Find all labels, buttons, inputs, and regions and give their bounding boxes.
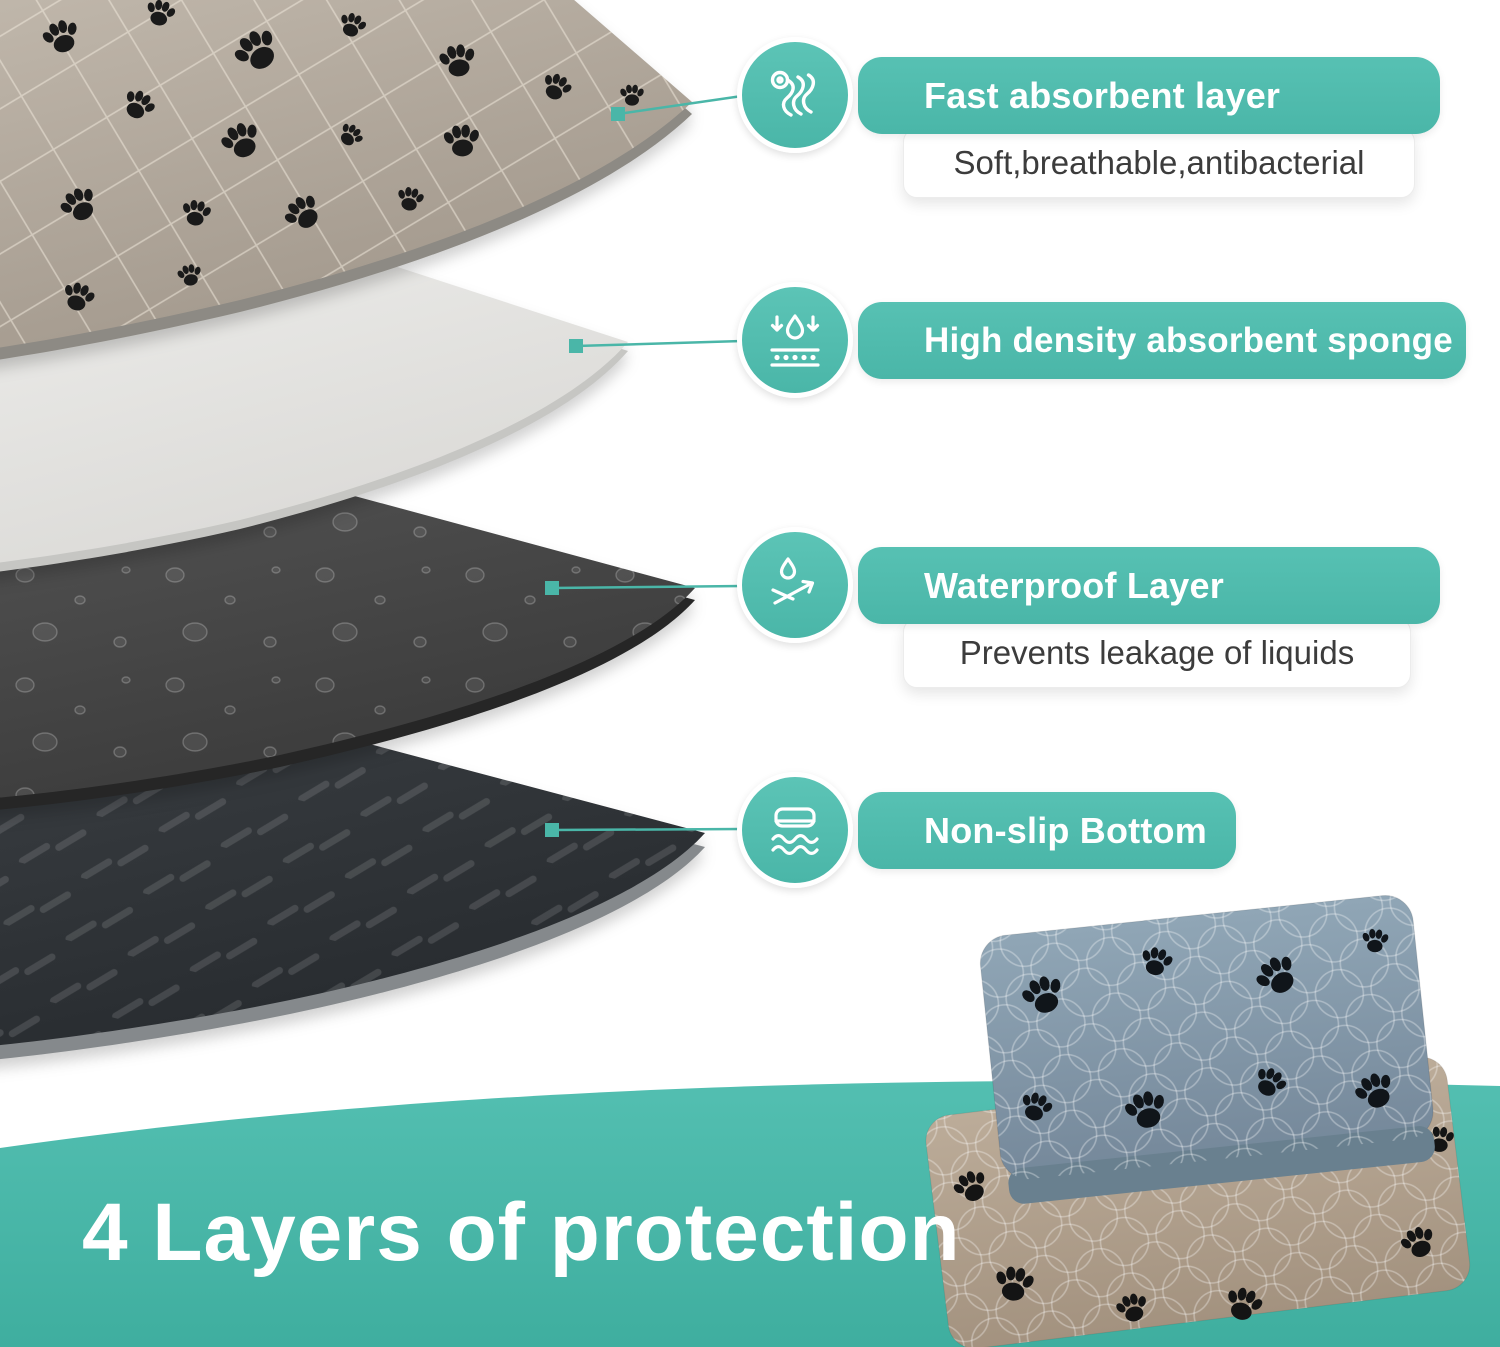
fabric-roll-icon [737,37,853,153]
callout-title: Waterproof Layer [924,564,1224,606]
waterproof-icon [737,527,853,643]
callout-title: Fast absorbent layer [924,74,1281,116]
callout-subtitle-box: Prevents leakage of liquids [903,618,1411,688]
blue-folded-pad [979,894,1435,1204]
sponge-absorb-icon [737,282,853,398]
callout-subtitle: Soft,breathable,antibacterial [953,144,1365,181]
folded-pads-photo [925,894,1471,1347]
layer-marker [545,581,559,595]
non-slip-icon [737,772,853,888]
sponge-absorb-glyph [770,314,820,367]
waterproof-glyph [771,557,815,605]
callout-title: Non-slip Bottom [924,809,1207,851]
callout-subtitle-box: Soft,breathable,antibacterial [903,128,1415,198]
fabric-roll-glyph [770,70,816,117]
callout-title: High density absorbent sponge [924,320,1453,360]
layer-marker [569,339,583,353]
non-slip-glyph [771,807,819,855]
callout-banner: High density absorbent sponge [858,302,1466,379]
callout-subtitle: Prevents leakage of liquids [959,634,1355,671]
layer-marker [545,823,559,837]
page-title: 4 Layers of protection [82,1187,961,1278]
callout-banner: Non-slip Bottom [858,792,1236,869]
top-fabric-layer [0,0,692,360]
callout-banner: Fast absorbent layer [858,57,1440,134]
layer-marker [611,107,625,121]
connector-lines [545,94,743,837]
callout-banner: Waterproof Layer [858,547,1440,624]
